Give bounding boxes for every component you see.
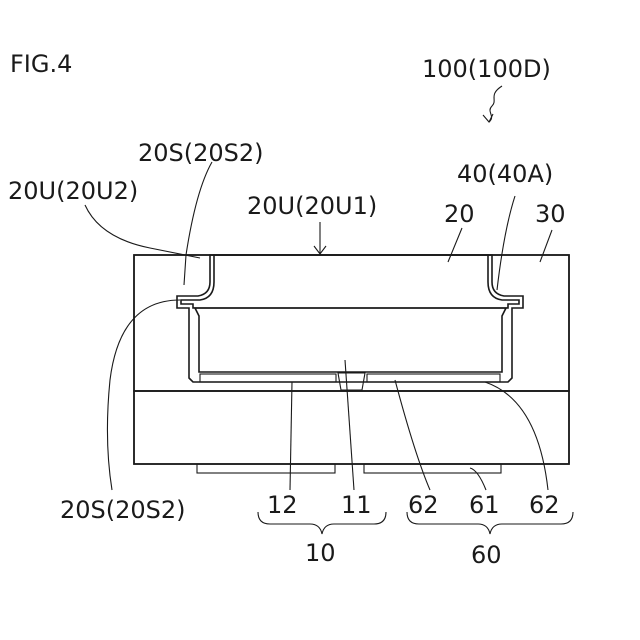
leader-s-top: [184, 162, 212, 285]
leader-s-bottom: [107, 300, 180, 490]
label-40: 40(40A): [457, 160, 553, 188]
leader-12: [290, 382, 292, 490]
label-20s-bottom: 20S(20S2): [60, 496, 186, 524]
leader-61: [470, 468, 486, 490]
label-20s-top: 20S(20S2): [138, 139, 264, 167]
leader-30: [540, 230, 552, 262]
pad-12: [200, 374, 336, 382]
leader-main: [489, 86, 502, 122]
leader-20: [448, 228, 462, 262]
ref-main-label: 100(100D): [422, 55, 551, 83]
terminal-right: [364, 464, 501, 473]
leader-40: [497, 196, 515, 290]
label-61: 61: [469, 491, 500, 519]
leader-11: [345, 360, 354, 490]
label-group-60: 60: [471, 541, 502, 569]
label-11: 11: [341, 491, 372, 519]
label-group-10: 10: [305, 539, 336, 567]
label-62b: 62: [529, 491, 560, 519]
label-20u2: 20U(20U2): [8, 177, 138, 205]
chip-body-11: [195, 308, 506, 372]
label-62a: 62: [408, 491, 439, 519]
figure-title: FIG.4: [10, 50, 72, 78]
leader-u2: [85, 205, 200, 258]
pad-62-top: [367, 374, 500, 382]
label-12: 12: [267, 491, 298, 519]
label-20: 20: [444, 200, 475, 228]
cap-member-20: [181, 255, 519, 308]
shield-layer-40: [177, 255, 523, 382]
terminal-left: [197, 464, 335, 473]
label-20u1: 20U(20U1): [247, 192, 377, 220]
leader-62b: [485, 382, 548, 490]
label-30: 30: [535, 200, 566, 228]
